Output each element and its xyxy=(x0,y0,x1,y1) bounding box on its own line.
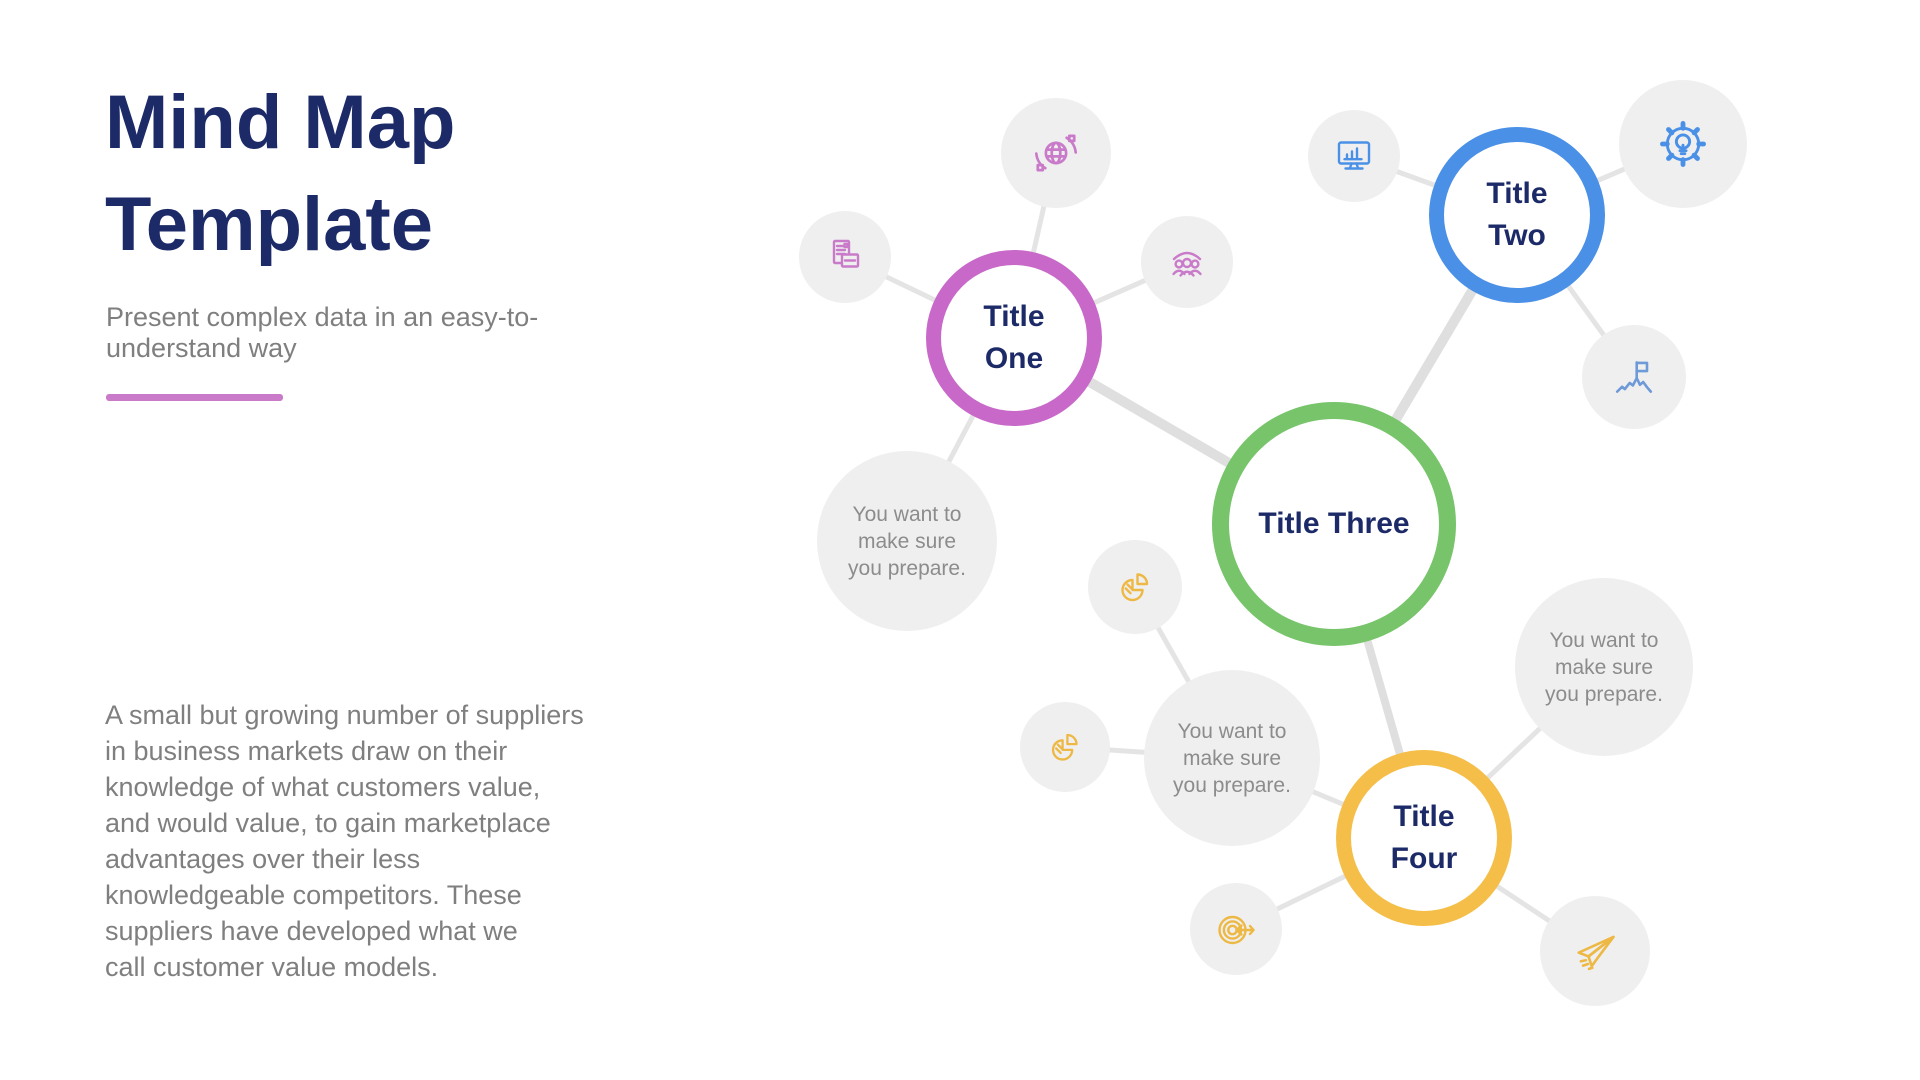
node-title-three: Title Three xyxy=(1212,402,1456,646)
node-title-four: Title Four xyxy=(1336,750,1512,926)
satellite-gear-idea xyxy=(1619,80,1747,208)
note-circle-left: You want to make sure you prepare. xyxy=(817,451,997,631)
satellite-documents xyxy=(799,211,891,303)
satellite-paper-plane xyxy=(1540,896,1650,1006)
satellite-globe xyxy=(1001,98,1111,208)
note-text: You want to make sure you prepare. xyxy=(1173,719,1291,797)
monitor-chart-icon xyxy=(1337,141,1371,170)
body-paragraph: A small but growing number of suppliers … xyxy=(105,700,584,982)
satellite-team xyxy=(1141,216,1233,308)
pie-chart-icon xyxy=(1121,573,1149,602)
page-title: Mind Map Template xyxy=(105,80,456,267)
satellite-pie-chart xyxy=(1088,540,1182,634)
node-title-two: Title Two xyxy=(1429,127,1605,303)
accent-divider xyxy=(106,394,283,401)
globe-sync-icon xyxy=(1034,134,1078,172)
subtitle: Present complex data in an easy-to- unde… xyxy=(106,302,539,363)
pie-chart-icon xyxy=(1051,733,1078,761)
flag-summit-icon xyxy=(1615,361,1653,393)
node-title-one-label: Title One xyxy=(983,300,1045,375)
target-arrow-icon xyxy=(1218,915,1255,945)
node-title-three-label: Title Three xyxy=(1258,507,1410,540)
note-text: You want to make sure you prepare. xyxy=(848,502,966,580)
team-icon xyxy=(1172,251,1202,277)
satellite-flag-summit xyxy=(1582,325,1686,429)
satellite-pie-chart-2 xyxy=(1020,702,1110,792)
note-text: You want to make sure you prepare. xyxy=(1545,628,1663,706)
satellite-monitor-chart xyxy=(1308,110,1400,202)
node-title-four-label: Title Four xyxy=(1390,800,1458,875)
note-circle-right: You want to make sure you prepare. xyxy=(1515,578,1693,756)
node-title-one: Title One xyxy=(926,250,1102,426)
node-title-two-label: Title Two xyxy=(1486,177,1548,252)
paper-plane-icon xyxy=(1577,935,1615,971)
gear-idea-icon xyxy=(1660,121,1706,167)
satellite-target xyxy=(1190,883,1282,975)
documents-icon xyxy=(832,239,860,268)
note-circle-center: You want to make sure you prepare. xyxy=(1144,670,1320,846)
